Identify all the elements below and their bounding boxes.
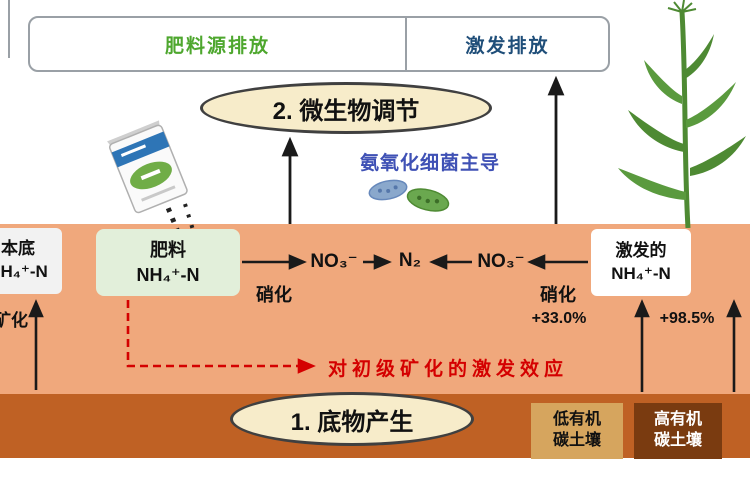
no3-right-label: NO₃⁻ <box>477 251 525 272</box>
microbe-green-icon <box>406 188 450 212</box>
priming-emission-label: 激发排放 <box>405 18 608 70</box>
cropped-border-line <box>8 0 10 58</box>
nitrification-left-label: 硝化 <box>256 285 292 305</box>
arrow-priming-effect-dashed <box>126 300 316 374</box>
high-carbon-line2: 碳土壤 <box>653 432 702 449</box>
mineralization-label: 矿化 <box>0 311 28 330</box>
priming-effect-label: 对初级矿化的激发效应 <box>328 359 569 380</box>
no3-left-label: NO₃⁻ <box>310 251 358 272</box>
n2-label: N₂ <box>398 250 422 271</box>
nitrification-right-label: 硝化 <box>540 285 576 305</box>
low-carbon-line2: 碳土壤 <box>552 432 601 449</box>
background-nh4-pool: 本底 NH₄⁺-N <box>0 228 62 294</box>
microbe-blue-icon <box>368 179 408 201</box>
background-pool-name: 本底 <box>1 239 35 259</box>
fertilizer-pool-name: 肥料 <box>150 240 186 261</box>
aob-dominant-caption: 氨氧化细菌主导 <box>359 153 500 174</box>
fertilizer-pool-formula: NH₄⁺-N <box>136 264 200 285</box>
low-carbon-line1: 低有机 <box>552 411 601 429</box>
primed-pool-name: 激发的 <box>615 240 667 260</box>
fertilizer-nh4-pool: 肥料 NH₄⁺-N <box>96 229 240 296</box>
primed-pool-formula: NH₄⁺-N <box>611 263 671 283</box>
step-2-label: 2. 微生物调节 <box>272 97 420 125</box>
primed-nh4-pool: 激发的 NH₄⁺-N <box>591 229 691 296</box>
fertilizer-bag-icon <box>107 120 188 214</box>
low-organic-carbon-soil-box: 低有机 碳土壤 <box>531 403 623 459</box>
corn-plant-icon <box>618 0 746 228</box>
step-1-substrate-production: 1. 底物产生 <box>230 392 474 446</box>
fertilizer-granules-trail-2 <box>183 203 195 231</box>
emissions-panel: 肥料源排放 激发排放 <box>28 16 610 72</box>
background-pool-formula: NH₄⁺-N <box>0 262 48 281</box>
high-carbon-line1: 高有机 <box>653 411 702 429</box>
low-carbon-increase-label: +33.0% <box>531 310 587 327</box>
step-2-microbial-regulation: 2. 微生物调节 <box>200 82 492 134</box>
high-organic-carbon-soil-box: 高有机 碳土壤 <box>634 403 722 459</box>
step-1-label: 1. 底物产生 <box>290 408 414 436</box>
high-carbon-increase-label: +98.5% <box>659 310 715 327</box>
fertilizer-emission-label: 肥料源排放 <box>164 35 270 57</box>
